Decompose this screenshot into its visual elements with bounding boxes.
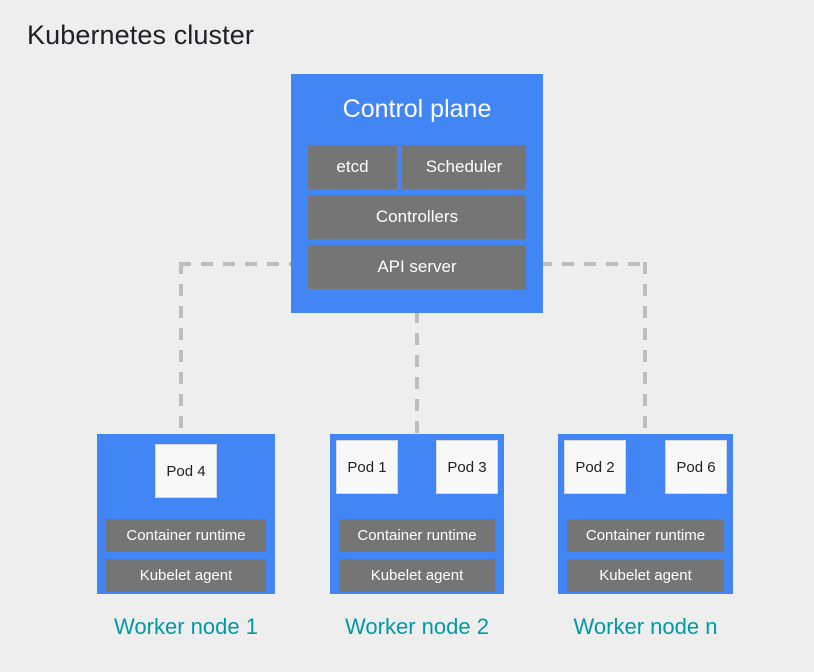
pod-box: Pod 2 [564,440,626,494]
worker-node-1-kubelet-agent: Kubelet agent [106,559,266,592]
worker-node-2-container-runtime: Container runtime [339,519,495,552]
pod-box: Pod 1 [336,440,398,494]
pod-box: Pod 6 [665,440,727,494]
page-title: Kubernetes cluster [27,20,254,50]
worker-node-n-panel: Pod 2 Pod 6 Container runtime Kubelet ag… [558,434,733,594]
control-plane-component-etcd: etcd [308,145,397,189]
worker-node-n-kubelet-agent: Kubelet agent [567,559,724,592]
worker-node-2-panel: Pod 1 Pod 3 Container runtime Kubelet ag… [330,434,504,594]
worker-node-2-caption: Worker node 2 [345,614,489,639]
control-plane-component-controllers: Controllers [308,195,526,239]
pod-box: Pod 4 [155,444,217,498]
connector-control-plane-to-worker-node-2-vertical [415,311,419,437]
worker-node-1-panel: Pod 4 Container runtime Kubelet agent [97,434,275,594]
connector-api-server-to-worker-node-n-horizontal [540,262,647,266]
worker-node-1-container-runtime: Container runtime [106,519,266,552]
control-plane-panel: Control plane etcd Scheduler Controllers… [291,74,543,313]
control-plane-component-api-server: API server [308,245,526,289]
control-plane-title: Control plane [342,95,492,123]
connector-api-server-to-worker-node-1-vertical [179,262,183,436]
pod-box: Pod 3 [436,440,498,494]
connector-api-server-to-worker-node-n-vertical [643,262,647,436]
worker-node-n-container-runtime: Container runtime [567,519,724,552]
connector-api-server-to-worker-node-1-horizontal [179,262,295,266]
worker-node-1-caption: Worker node 1 [114,614,258,639]
control-plane-component-scheduler: Scheduler [402,145,526,189]
worker-node-2-kubelet-agent: Kubelet agent [339,559,495,592]
worker-node-n-caption: Worker node n [573,614,718,639]
